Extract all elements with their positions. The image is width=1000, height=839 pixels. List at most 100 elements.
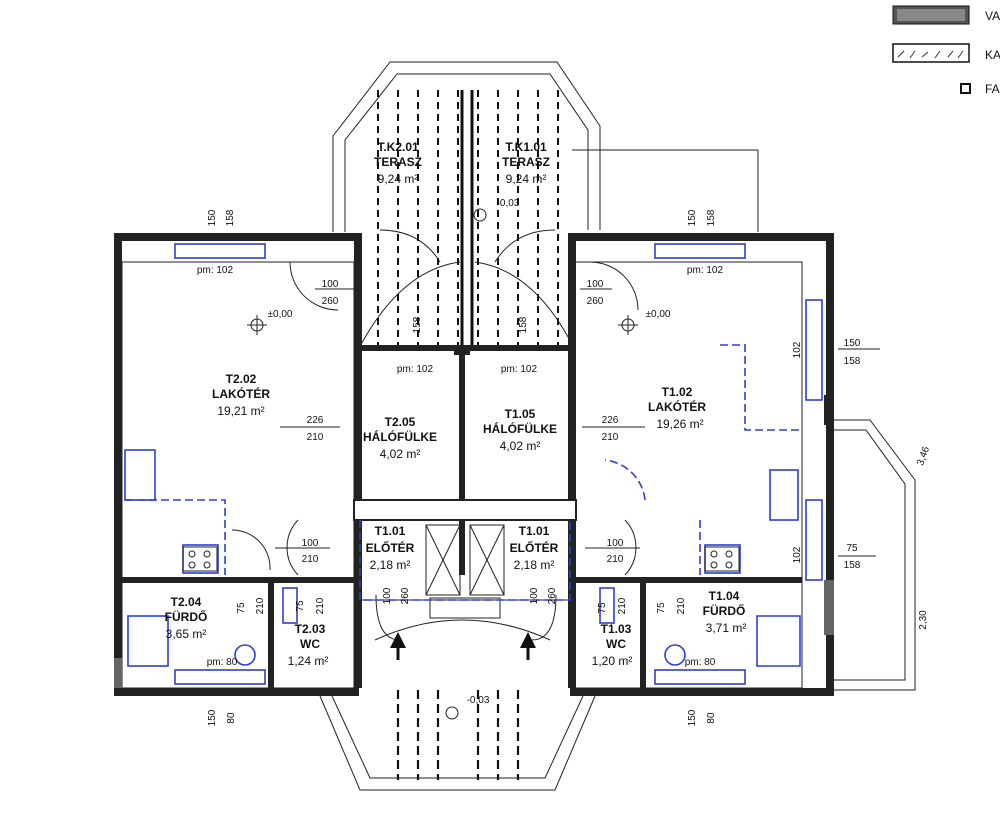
room-name: TERASZ	[502, 155, 550, 169]
room-area: 2,18 m²	[514, 558, 555, 572]
room-id: T2.05	[385, 415, 416, 429]
dim-158-top-right: 158	[706, 209, 717, 226]
legend-label-ka: KA	[985, 48, 1000, 62]
sill-label-mid-right: pm: 102	[501, 364, 538, 375]
dim-158-mid-left: 158	[412, 316, 423, 333]
room-id: T1.02	[662, 385, 693, 399]
dim-230-angled: 2,30	[918, 610, 929, 630]
dim-100-left: 100	[322, 279, 339, 290]
dimensions: 226 210 226 210 100 260 100 260 100 210 …	[197, 209, 932, 726]
room-name: ELŐTÉR	[510, 540, 559, 555]
dim-100-door-right: 100	[529, 587, 540, 604]
dim-226-right: 226	[602, 415, 619, 426]
walls	[114, 233, 916, 696]
level-markers: ±0,00 ±0,00 -0,03 -0,03	[247, 198, 671, 720]
sill-label-bath-left: pm: 80	[207, 657, 238, 668]
room-area: 4,02 m²	[380, 447, 421, 461]
dim-80-bottom-left: 80	[226, 712, 237, 724]
dim-346-angled: 3,46	[915, 445, 932, 467]
dim-260-left: 260	[322, 296, 339, 307]
dim-210-bath-left: 210	[255, 597, 266, 614]
dim-100-entry-left: 100	[302, 538, 319, 549]
room-id: T1.03	[601, 622, 632, 636]
room-area: 1,20 m²	[592, 654, 633, 668]
sill-label-top-right: pm: 102	[687, 265, 724, 276]
room-id: T2.02	[226, 372, 257, 386]
level-right: ±0,00	[646, 309, 671, 320]
room-name: TERASZ	[374, 155, 422, 169]
dim-150-bottom-right: 150	[687, 709, 698, 726]
room-area: 3,65 m²	[166, 627, 207, 641]
room-id: T1.01	[519, 524, 550, 538]
dim-150-top-left: 150	[207, 209, 218, 226]
room-name: HÁLÓFÜLKE	[363, 429, 437, 444]
room-area: 4,02 m²	[500, 439, 541, 453]
entrance-area	[319, 519, 596, 791]
sill-label-top-left: pm: 102	[197, 265, 234, 276]
room-name: WC	[300, 637, 320, 651]
room-name: ELŐTÉR	[366, 540, 415, 555]
dim-102-lower-right: 102	[792, 546, 803, 563]
room-name: LAKÓTÉR	[212, 386, 270, 401]
room-id: T1.05	[505, 407, 536, 421]
dim-210-right: 210	[602, 432, 619, 443]
dim-260-door-right: 260	[547, 587, 558, 604]
dim-150-bottom-left: 150	[207, 709, 218, 726]
dim-150-top-right: 150	[687, 209, 698, 226]
dim-210-bath-right: 210	[676, 597, 687, 614]
dim-210-left: 210	[307, 432, 324, 443]
dim-210-wc-right: 210	[617, 597, 628, 614]
dim-158-right: 158	[844, 356, 861, 367]
room-area: 2,18 m²	[370, 558, 411, 572]
dim-158-right-lower: 158	[844, 560, 861, 571]
dim-260-door-left: 260	[400, 587, 411, 604]
room-area: 19,26 m²	[656, 417, 703, 431]
room-name: FÜRDŐ	[703, 603, 746, 618]
dim-100-door-left: 100	[382, 587, 393, 604]
room-name: FÜRDŐ	[165, 609, 208, 624]
legend-swatch-fa	[960, 83, 971, 94]
dim-75-wc-left: 75	[295, 600, 306, 612]
dim-75-right: 75	[846, 543, 858, 554]
legend-swatch-ka	[892, 43, 970, 63]
dim-100-entry-right: 100	[607, 538, 624, 549]
dim-158-mid-right: 158	[518, 316, 529, 333]
room-area: 9,24 m²	[506, 172, 547, 186]
sill-label-bath-right: pm: 80	[685, 657, 716, 668]
legend: VA KA FA	[892, 5, 1000, 96]
dim-260-right: 260	[587, 296, 604, 307]
top-terrace	[332, 61, 759, 351]
dim-210-entry-left: 210	[302, 554, 319, 565]
level-terrace-top: -0,03	[497, 198, 520, 209]
room-area: 1,24 m²	[288, 654, 329, 668]
room-area: 19,21 m²	[217, 404, 264, 418]
dim-75-bath-right: 75	[656, 602, 667, 614]
dim-80-bottom-right: 80	[706, 712, 717, 724]
room-id: T1.04	[709, 589, 740, 603]
room-area: 3,71 m²	[706, 621, 747, 635]
room-id: T2.04	[171, 595, 202, 609]
level-left: ±0,00	[268, 309, 293, 320]
room-name: HÁLÓFÜLKE	[483, 421, 557, 436]
room-name: WC	[606, 637, 626, 651]
room-id: T1.01	[375, 524, 406, 538]
dim-210-entry-right: 210	[607, 554, 624, 565]
appliances	[182, 546, 740, 572]
dim-210-wc-left: 210	[315, 597, 326, 614]
room-labels: T.K2.01 TERASZ 9,24 m² T.K1.01 TERASZ 9,…	[165, 140, 747, 668]
room-area: 9,24 m²	[378, 172, 419, 186]
dim-75-wc-right: 75	[597, 602, 608, 614]
dim-150-right: 150	[844, 338, 861, 349]
dim-158-top-left: 158	[225, 209, 236, 226]
room-id: T.K2.01	[377, 140, 419, 154]
dim-100-right: 100	[587, 279, 604, 290]
room-id: T2.03	[295, 622, 326, 636]
room-name: LAKÓTÉR	[648, 399, 706, 414]
room-id: T.K1.01	[505, 140, 547, 154]
legend-label-va: VA	[985, 9, 1000, 23]
sill-label-mid-left: pm: 102	[397, 364, 434, 375]
dim-102-upper-right: 102	[792, 341, 803, 358]
dim-226-left: 226	[307, 415, 324, 426]
dim-75-bath-left: 75	[236, 602, 247, 614]
